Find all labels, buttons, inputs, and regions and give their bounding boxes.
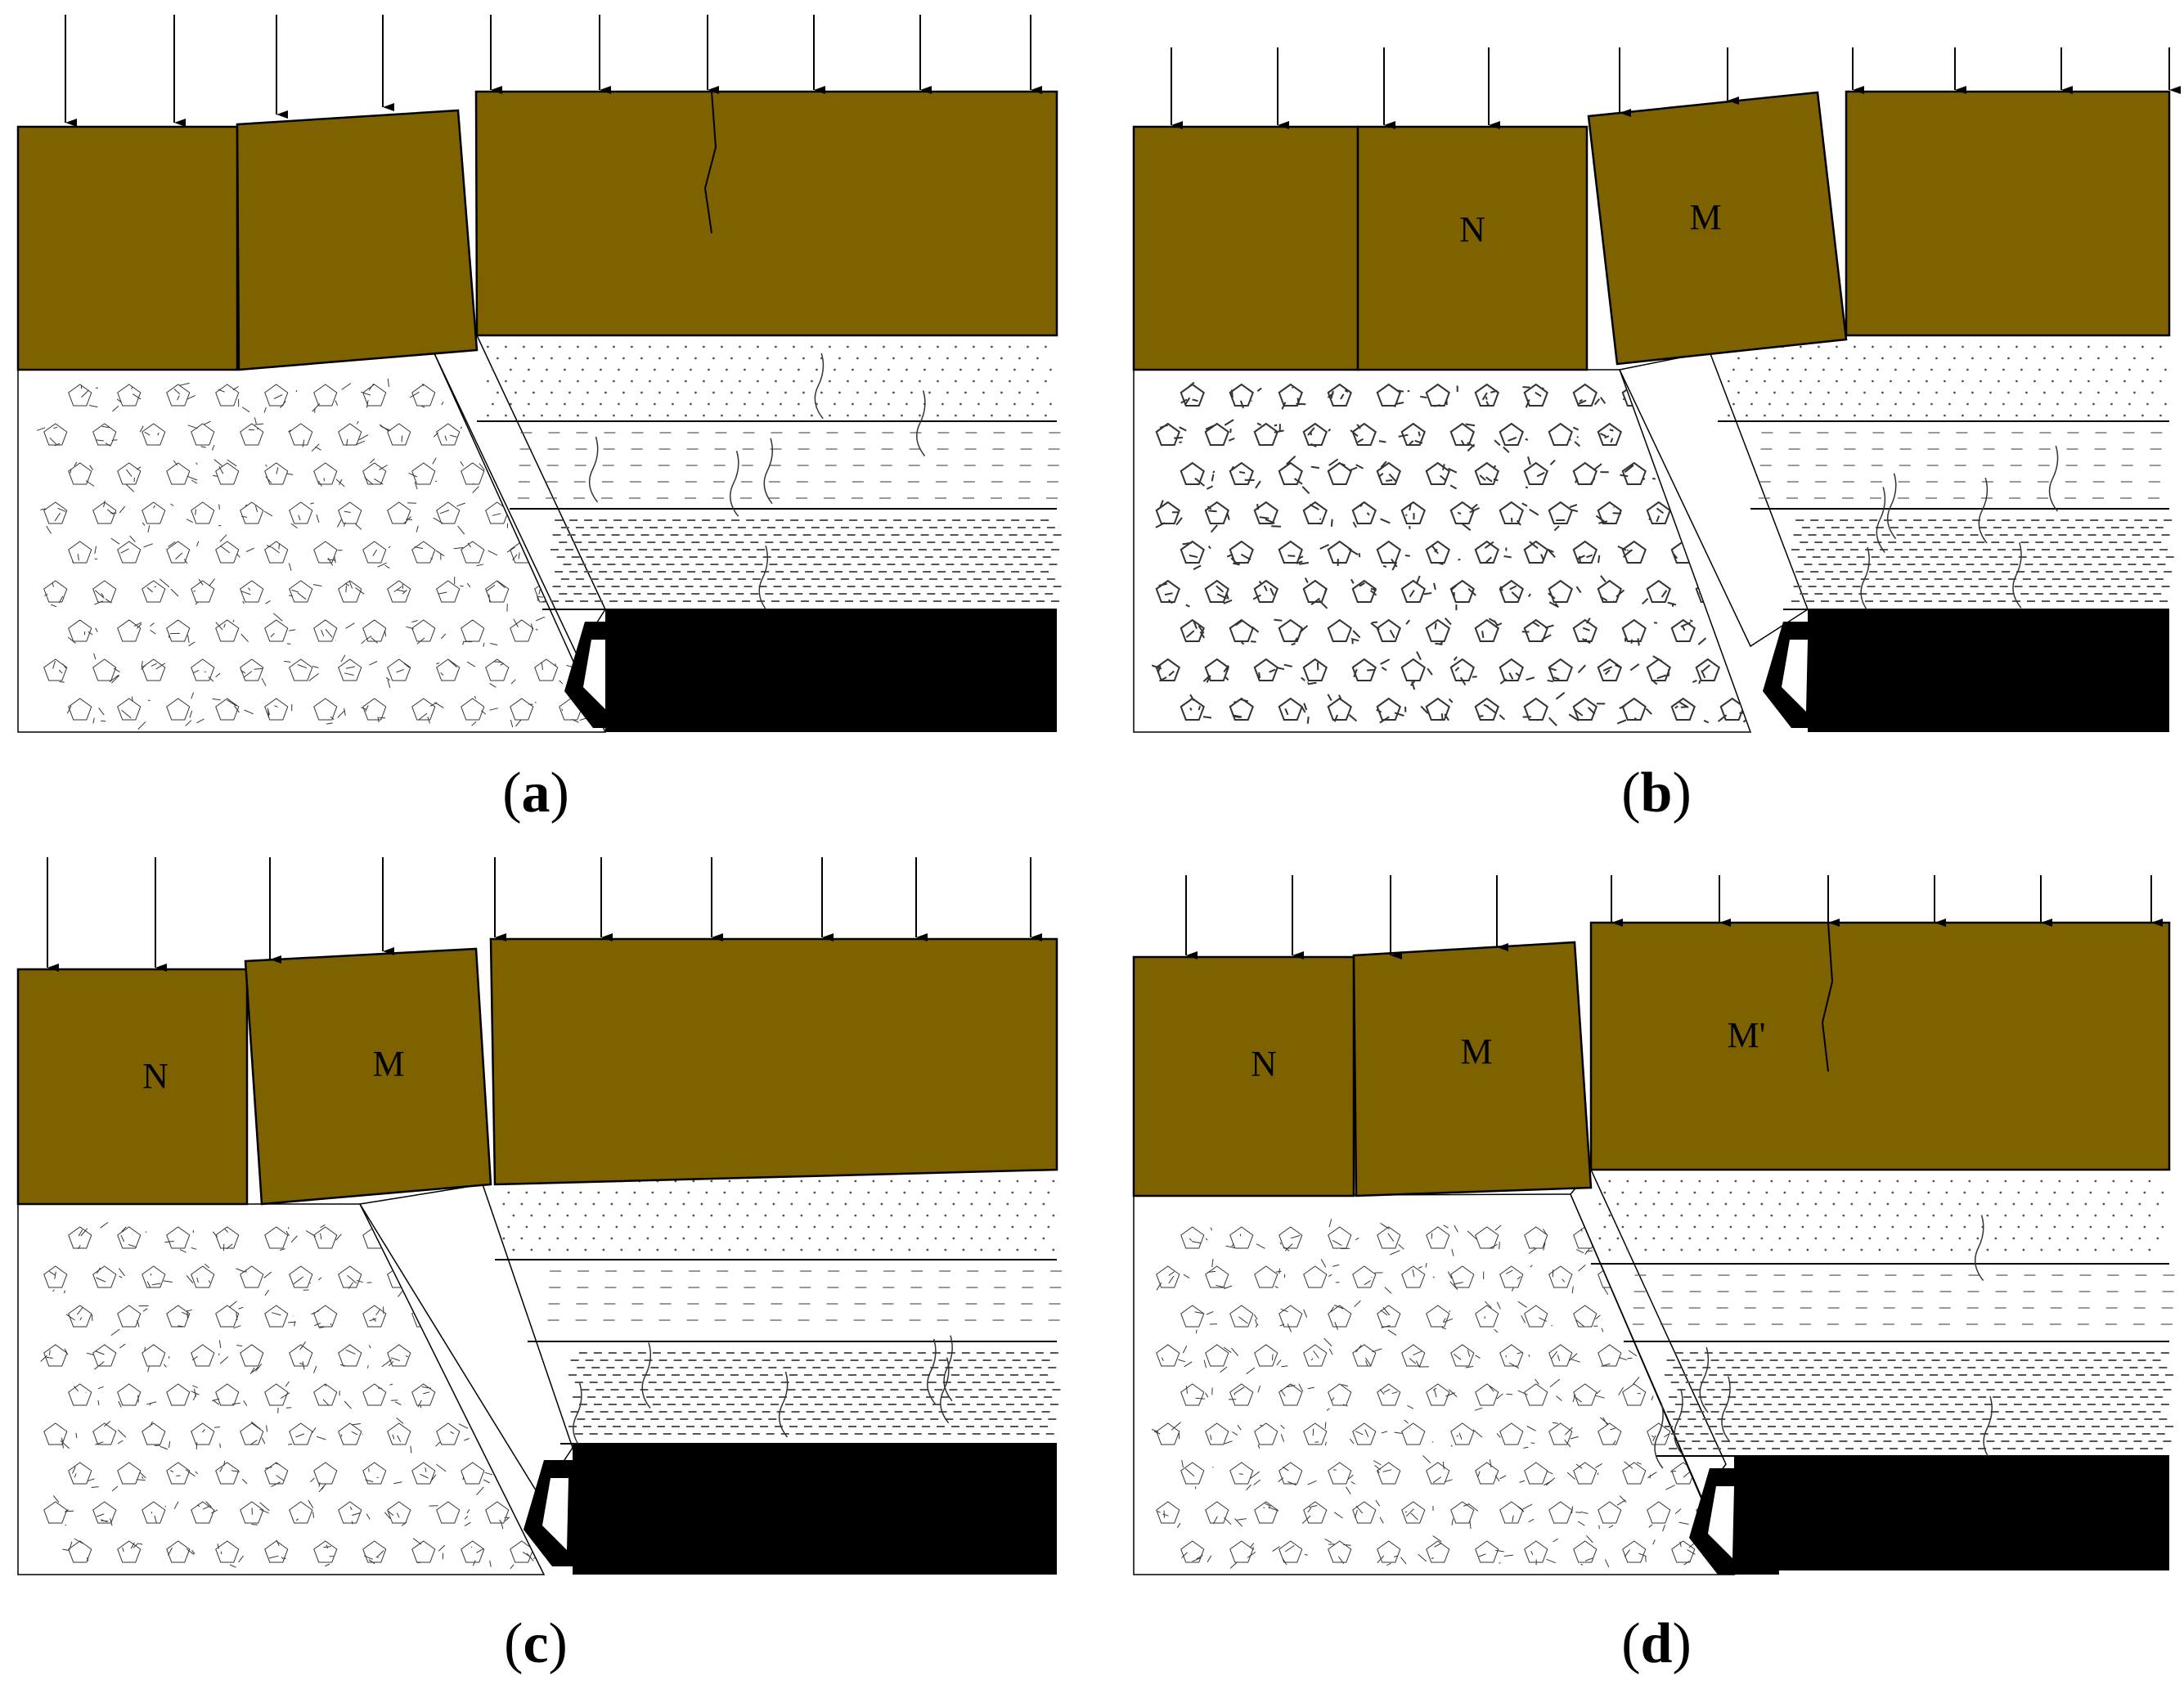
immediate-roof-strata (358, 1180, 1063, 1499)
panel-d-label: (d) (1621, 1612, 1692, 1675)
overburden-load-arrows (65, 15, 1042, 127)
roof-block (1132, 955, 1355, 1197)
roof-block (1589, 921, 2171, 1171)
roof-crack (703, 91, 717, 234)
strata-crack (1674, 1389, 1683, 1455)
caved-gob-rock (17, 351, 607, 733)
stratum-siltstone (547, 1270, 1063, 1321)
gob-outline (17, 351, 607, 733)
roof-block (1132, 125, 1359, 371)
roof-block (236, 109, 479, 371)
panel-c-label: (c) (504, 1612, 568, 1675)
roof-block (1845, 90, 2171, 337)
roof-block-label: M' (1727, 1015, 1765, 1055)
overburden-load-arrows (1171, 47, 2181, 129)
stratum-fine-sandstone (502, 1180, 1055, 1251)
stratum-mudstone (550, 519, 1062, 602)
overburden-load-arrows (1185, 875, 2163, 959)
roof-block-label: M (1689, 197, 1721, 237)
strata-crack (588, 436, 599, 503)
strata-crack (2048, 445, 2059, 512)
strata-crack (927, 1338, 937, 1405)
strata-crack (729, 451, 739, 517)
strata-crack (1699, 1346, 1710, 1413)
panel-d: N M M' (1132, 875, 2175, 1575)
roof-block (489, 937, 1058, 1186)
overburden-load-arrows (47, 857, 1042, 972)
strata-crack (943, 1335, 953, 1402)
strata-crack (641, 1342, 652, 1409)
strata-crack (1886, 473, 1897, 540)
strata-crack (1974, 1215, 1984, 1281)
roof-block (16, 968, 249, 1206)
support-canopy-gap (542, 1478, 568, 1550)
coal-seam (1808, 609, 2169, 732)
strata-crack (1721, 1376, 1731, 1443)
stratum-siltstone (518, 432, 1061, 499)
stratum-mudstone (1791, 519, 2174, 602)
roof-block (1587, 91, 1848, 366)
stratum-mudstone (568, 1352, 1061, 1435)
coal-seam-body (1808, 609, 2169, 732)
coal-seam (605, 609, 1057, 732)
support-canopy-gap (1708, 1486, 1734, 1558)
stratum-fine-sandstone (1728, 345, 2167, 417)
panel-a-label: (a) (502, 762, 569, 825)
stratum-fine-sandstone (487, 345, 1052, 417)
stratum-siltstone (1632, 1274, 2175, 1325)
roof-block-label: M (1460, 1031, 1492, 1072)
strata-crack (573, 1382, 582, 1449)
roof-block-label: M (372, 1044, 404, 1084)
immediate-roof-strata (1618, 345, 2174, 648)
strata-crack (814, 353, 825, 420)
support-canopy-gap (1782, 640, 1808, 712)
caved-gob-rock (1133, 1193, 1736, 1575)
roof-block (1356, 125, 1589, 371)
strata-crack (763, 438, 774, 505)
coal-seam (573, 1444, 1057, 1575)
coal-seam-body (605, 609, 1057, 732)
strata-crack (940, 1357, 950, 1424)
coal-seam-body (573, 1444, 1057, 1575)
strata-crack (1654, 1402, 1664, 1469)
roof-block (474, 90, 1058, 337)
stratum-mudstone (1665, 1352, 2173, 1449)
roof-crack (1821, 922, 1834, 1072)
stratum-siltstone (1759, 432, 2163, 499)
coal-seam-body (1734, 1456, 2169, 1570)
strata-crack (1983, 1395, 1993, 1463)
strata-crack (916, 390, 926, 456)
roof-block (244, 947, 492, 1206)
strata-crack (758, 545, 769, 612)
strata-crack (2012, 542, 2022, 609)
strata-crack (1978, 477, 1989, 544)
roof-block-label: N (1459, 209, 1485, 249)
strata-crack (1860, 546, 1870, 613)
panel-b-label: (b) (1621, 762, 1692, 825)
support-canopy-gap (583, 640, 609, 712)
main-roof-blocks: NM (16, 90, 1058, 371)
roof-block-label: N (1251, 1044, 1277, 1084)
strata-crack (1876, 487, 1886, 553)
gob-outline (1133, 1193, 1736, 1575)
strata-crack (778, 1371, 789, 1438)
stratum-fine-sandstone (1598, 1180, 2164, 1251)
roof-block-label: N (142, 1056, 169, 1096)
coal-seam (1734, 1456, 2169, 1570)
main-roof-blocks: N M M' (1132, 921, 2171, 1197)
roof-block (16, 125, 239, 371)
panel-a: NM (16, 15, 1062, 733)
